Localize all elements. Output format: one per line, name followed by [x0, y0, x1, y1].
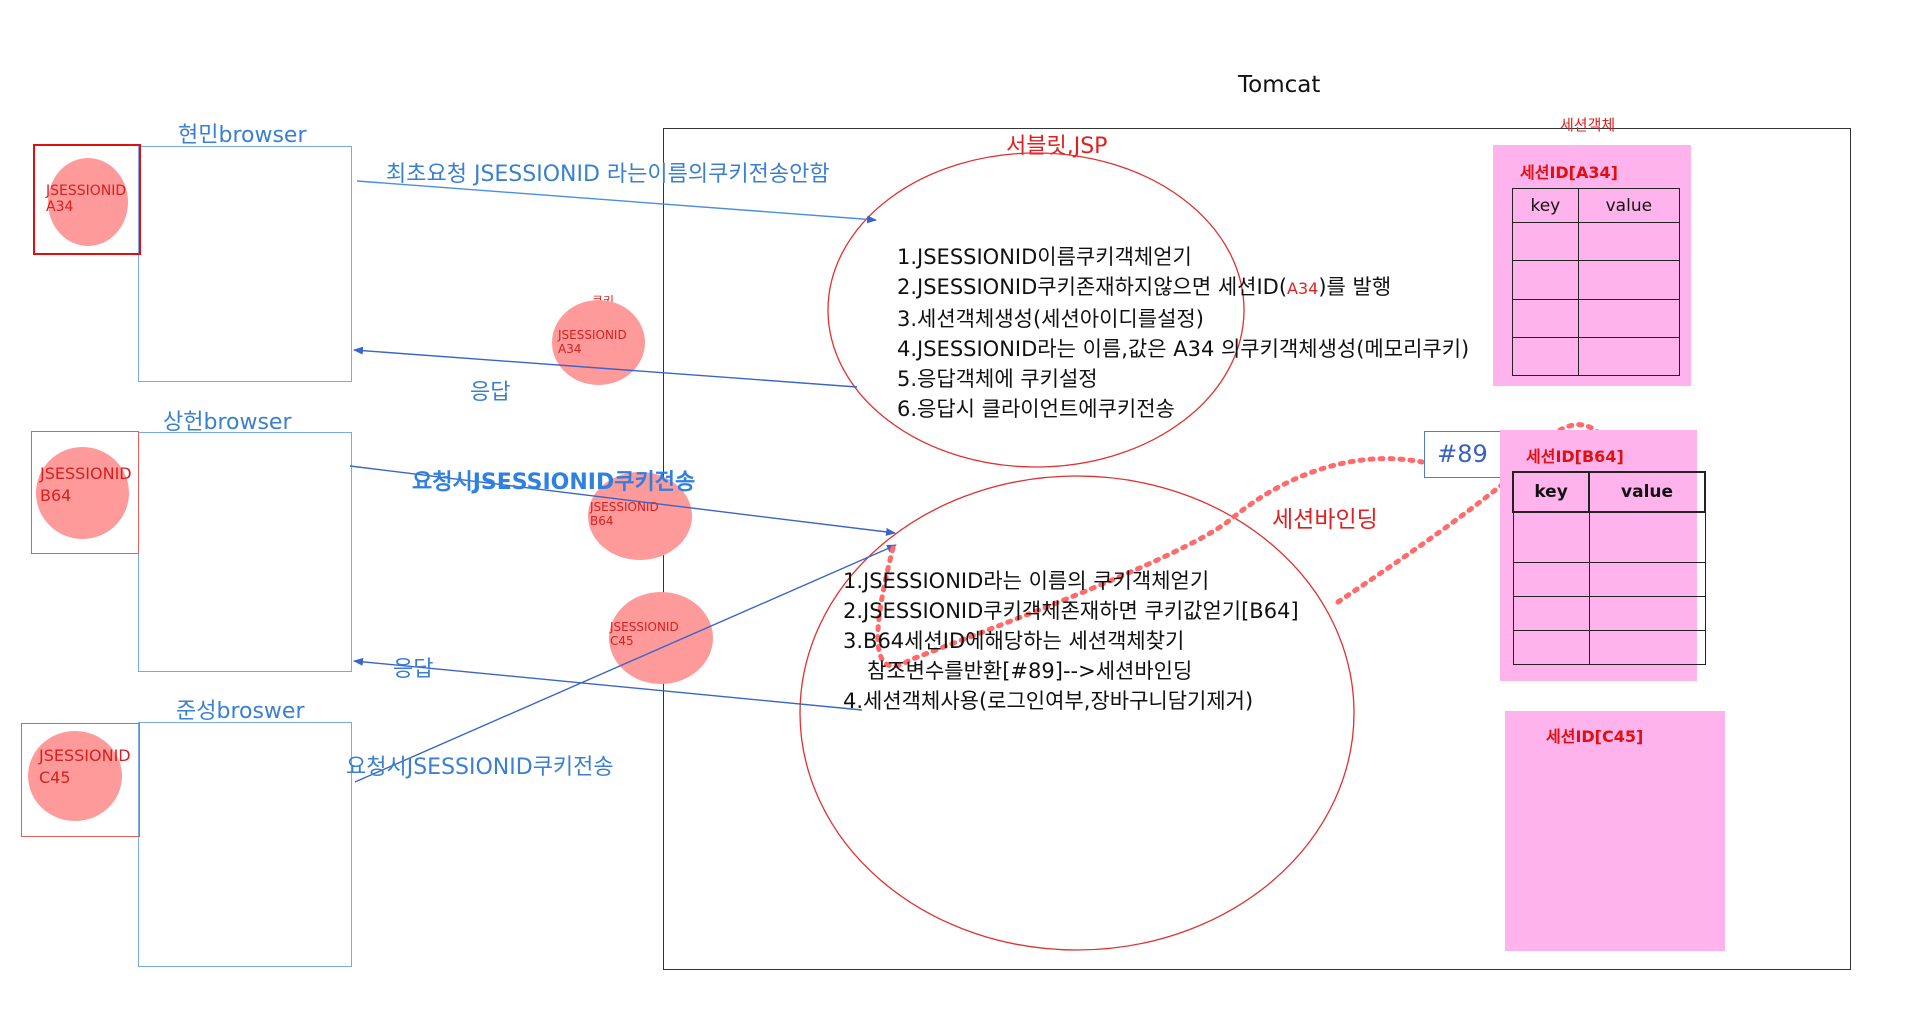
step-existing-3: 3.B64세션ID에해당하는 세션객체찾기 — [843, 629, 1185, 653]
value-header: value — [1588, 471, 1706, 513]
servlet-label: 서블릿,JSP — [1006, 134, 1108, 159]
floating-cookie-b64-text: JSESSIONID B64 — [590, 500, 659, 528]
step-existing-2: 2.JSESSIONID쿠키객체존재하면 쿠키값얻기[B64] — [843, 599, 1299, 623]
cookie-value: C45 — [610, 634, 634, 648]
browser-title-junseong: 준성broswer — [176, 699, 305, 724]
table-cell — [1512, 260, 1579, 300]
label-first-request: 최초요청 JSESSIONID 라는이름의쿠키전송안함 — [386, 162, 830, 187]
arrow-request-b64 — [349, 465, 896, 536]
step-existing-3b: 참조변수를반환[#89]-->세션바인딩 — [867, 659, 1193, 683]
arrow-first-request — [356, 180, 877, 224]
table-cell — [1588, 630, 1706, 665]
session-objects-label: 세션객체 — [1560, 116, 1616, 134]
key-header: key — [1511, 471, 1591, 513]
table-cell — [1577, 260, 1681, 300]
label-response-2: 응답 — [393, 657, 434, 682]
servlet-ellipse-new — [827, 152, 1245, 468]
cookie-box-hyunmin — [33, 144, 141, 255]
table-cell — [1512, 298, 1579, 338]
step-new-5: 5.응답객체에 쿠키설정 — [897, 367, 1098, 391]
cookie-name: JSESSIONID — [39, 746, 131, 765]
table-cell — [1577, 298, 1681, 338]
browser-window-hyunmin — [138, 146, 352, 382]
browser-title-hyunmin: 현민browser — [178, 123, 307, 148]
cookie-name: JSESSIONID — [40, 464, 132, 483]
step-existing-1: 1.JSESSIONID라는 이름의 쿠키객체얻기 — [843, 569, 1210, 593]
table-cell — [1512, 596, 1590, 632]
cookie-text-junseong: JSESSIONID C45 — [39, 745, 131, 789]
cookie-name: JSESSIONID — [558, 328, 627, 342]
cookie-name: JSESSIONID — [46, 183, 127, 199]
cookie-value: A34 — [46, 199, 74, 215]
session-binding-label: 세션바인딩 — [1272, 507, 1378, 533]
table-cell — [1512, 336, 1579, 377]
steps-new-session: 1.JSESSIONID이름쿠키객체얻기 2.JSESSIONID쿠키존재하지않… — [897, 242, 1469, 424]
cookie-value: B64 — [40, 486, 72, 505]
cookie-value: A34 — [558, 342, 582, 356]
label-request-c45: 요청시JSESSIONID쿠키전송 — [346, 755, 614, 780]
reference-number-box: #89 — [1424, 431, 1501, 478]
table-cell — [1577, 221, 1681, 262]
servlet-ellipse-existing — [799, 475, 1355, 951]
step-new-6: 6.응답시 클라이언트에쿠키전송 — [897, 397, 1175, 421]
browser-title-sangheon: 상헌browser — [163, 410, 292, 435]
floating-cookie-c45 — [609, 592, 713, 684]
floating-cookie-c45-text: JSESSIONID C45 — [610, 620, 679, 648]
step-new-4: 4.JSESSIONID라는 이름,값은 A34 의쿠키객체생성(메모리쿠키) — [897, 337, 1470, 361]
cookie-value: C45 — [39, 768, 71, 787]
floating-cookie-b64 — [588, 472, 692, 560]
session-id-a34: 세션ID[A34] — [1520, 163, 1618, 182]
binding-dotted-curve-1 — [875, 456, 1425, 669]
cookie-sangheon — [36, 447, 129, 539]
table-cell — [1577, 336, 1681, 377]
table-cell — [1512, 562, 1590, 598]
step-new-1: 1.JSESSIONID이름쿠키객체얻기 — [897, 245, 1192, 269]
steps-existing-session: 1.JSESSIONID라는 이름의 쿠키객체얻기 2.JSESSIONID쿠키… — [843, 566, 1299, 716]
cookie-junseong — [28, 731, 122, 821]
tomcat-title: Tomcat — [1238, 72, 1321, 98]
table-cell — [1588, 562, 1706, 598]
arrow-request-c45 — [354, 544, 897, 783]
arrow-response-1 — [353, 346, 858, 388]
value-header: value — [1577, 188, 1681, 223]
cookie-box-junseong — [21, 723, 140, 837]
browser-window-junseong — [138, 722, 352, 967]
arrow-response-2 — [353, 657, 863, 711]
key-header: key — [1512, 188, 1579, 223]
floating-cookie-a34-text: JSESSIONID A34 — [558, 328, 627, 356]
cookie-name: JSESSIONID — [610, 620, 679, 634]
session-object-c45 — [1505, 711, 1725, 951]
cookie-name: JSESSIONID — [590, 500, 659, 514]
session-id-c45: 세션ID[C45] — [1546, 727, 1644, 746]
cookie-text-hyunmin: JSESSIONID A34 — [46, 183, 126, 215]
cookie-value: B64 — [590, 514, 614, 528]
table-cell — [1512, 511, 1590, 564]
label-response-1: 응답 — [470, 380, 511, 405]
table-cell — [1588, 511, 1706, 564]
table-cell — [1588, 596, 1706, 632]
table-cell — [1512, 221, 1579, 262]
label-request-b64: 요청시JSESSIONID쿠키전송 — [412, 470, 696, 495]
step-existing-4: 4.세션객체사용(로그인여부,장바구니담기제거) — [843, 689, 1254, 713]
step-new-2: 2.JSESSIONID쿠키존재하지않으면 세션ID(A34)를 발행 — [897, 275, 1392, 299]
cookie-text-sangheon: JSESSIONID B64 — [40, 463, 132, 507]
cookie-box-sangheon — [31, 431, 139, 554]
step-new-3: 3.세션객체생성(세션아이디를설정) — [897, 307, 1204, 331]
cookie-hyunmin — [48, 158, 128, 246]
session-id-b64: 세션ID[B64] — [1526, 447, 1624, 466]
table-cell — [1512, 630, 1590, 665]
